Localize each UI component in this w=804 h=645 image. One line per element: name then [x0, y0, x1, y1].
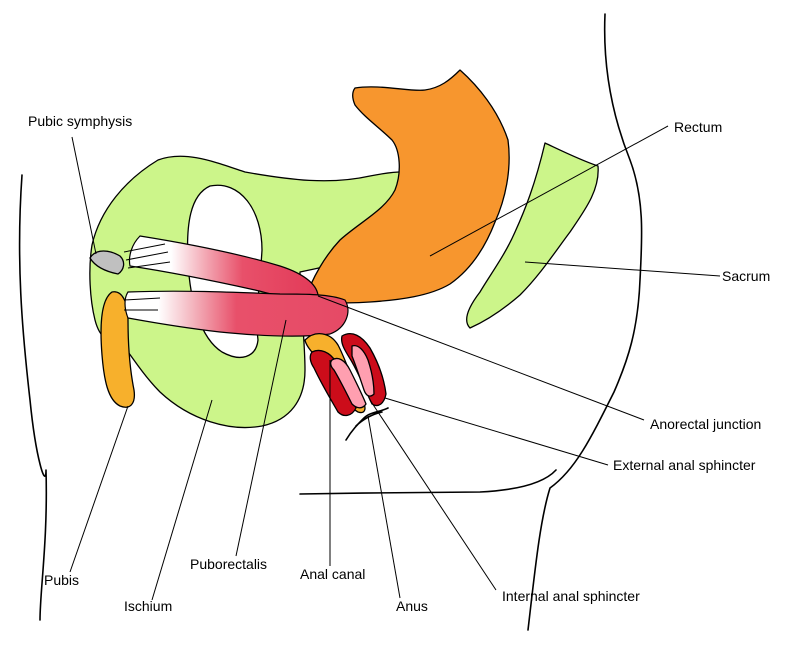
label-puborectalis: Puborectalis: [190, 556, 267, 572]
internal-sphincter-right: [351, 344, 375, 397]
puborectalis-lower-band: [124, 290, 349, 337]
label-pubic-symphysis: Pubic symphysis: [28, 113, 132, 129]
label-anus: Anus: [396, 598, 428, 614]
leader-pubis: [69, 405, 129, 573]
sacrum-bone: [466, 142, 599, 329]
leader-internal-anal-sphincter: [369, 399, 497, 591]
label-external-anal-sphincter: External anal sphincter: [613, 457, 756, 473]
leader-anus: [367, 415, 401, 599]
label-sacrum: Sacrum: [722, 268, 770, 284]
label-internal-anal-sphincter: Internal anal sphincter: [502, 588, 640, 604]
body-outline-back: [527, 13, 643, 631]
leader-ischium: [151, 399, 213, 601]
pubic-symphysis: [89, 250, 125, 275]
perineum-outline: [299, 469, 557, 495]
leader-rectum: [429, 125, 669, 257]
leader-sacrum: [524, 261, 721, 277]
leader-pubic-symphysis: [71, 136, 97, 255]
body-outline-left: [18, 174, 48, 621]
label-pubis: Pubis: [44, 572, 79, 588]
label-anal-canal: Anal canal: [300, 566, 365, 582]
leader-external-anal-sphincter: [384, 397, 609, 466]
leader-anorectal-junction: [317, 295, 645, 421]
muscle-fibres: [123, 243, 171, 311]
rectum-organ: [304, 69, 510, 304]
label-ischium: Ischium: [124, 598, 172, 614]
internal-sphincter: [330, 357, 367, 409]
label-rectum: Rectum: [674, 119, 722, 135]
label-anorectal-junction: Anorectal junction: [650, 416, 761, 432]
anus-opening: [345, 407, 389, 441]
leader-puborectalis: [235, 319, 287, 557]
